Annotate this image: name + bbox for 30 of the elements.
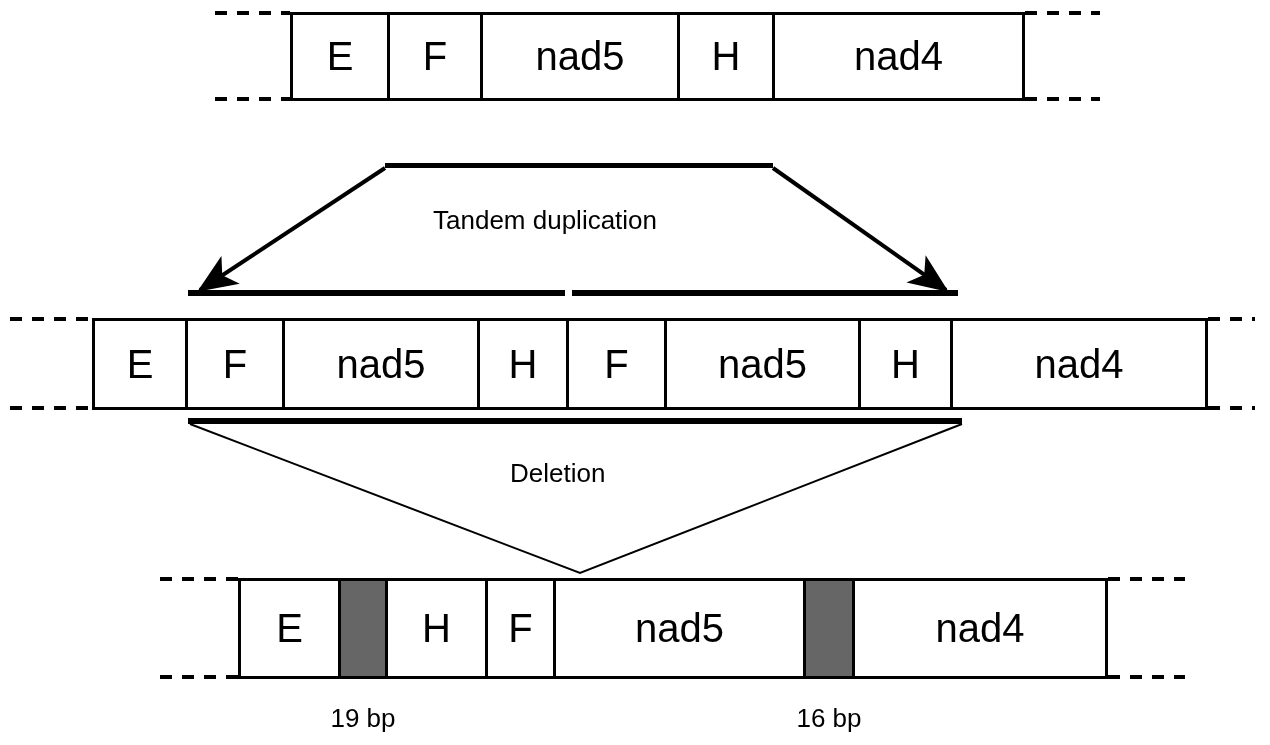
gene-box: nad4 [772, 12, 1025, 101]
gene-box: F [387, 12, 483, 101]
gene-box: nad5 [664, 318, 861, 410]
gene-box: F [566, 318, 667, 410]
gene-box: F [485, 578, 556, 679]
segment-bar [385, 163, 773, 168]
gene-box: nad4 [950, 318, 1208, 410]
segment-bar [572, 290, 958, 296]
gene-box: nad5 [282, 318, 480, 410]
caption-label: Tandem duplication [433, 205, 658, 236]
caption-label: Deletion [510, 458, 606, 489]
segment-bar [188, 418, 962, 424]
gene-box: nad5 [553, 578, 806, 679]
gene-box: H [677, 12, 775, 101]
spacer-box [338, 578, 388, 679]
gene-box: F [185, 318, 285, 410]
gene-box: E [92, 318, 188, 410]
gene-box: nad4 [852, 578, 1108, 679]
gene-box: H [858, 318, 953, 410]
arrow [197, 166, 387, 292]
gene-box: H [477, 318, 569, 410]
gene-box: E [238, 578, 341, 679]
gene-box: H [385, 578, 488, 679]
size-label: 19 bp [329, 703, 397, 734]
spacer-box [803, 578, 855, 679]
size-label: 16 bp [795, 703, 863, 734]
gene-box: E [290, 12, 390, 101]
segment-bar [188, 290, 565, 296]
arrow [771, 166, 949, 292]
gene-box: nad5 [480, 12, 680, 101]
